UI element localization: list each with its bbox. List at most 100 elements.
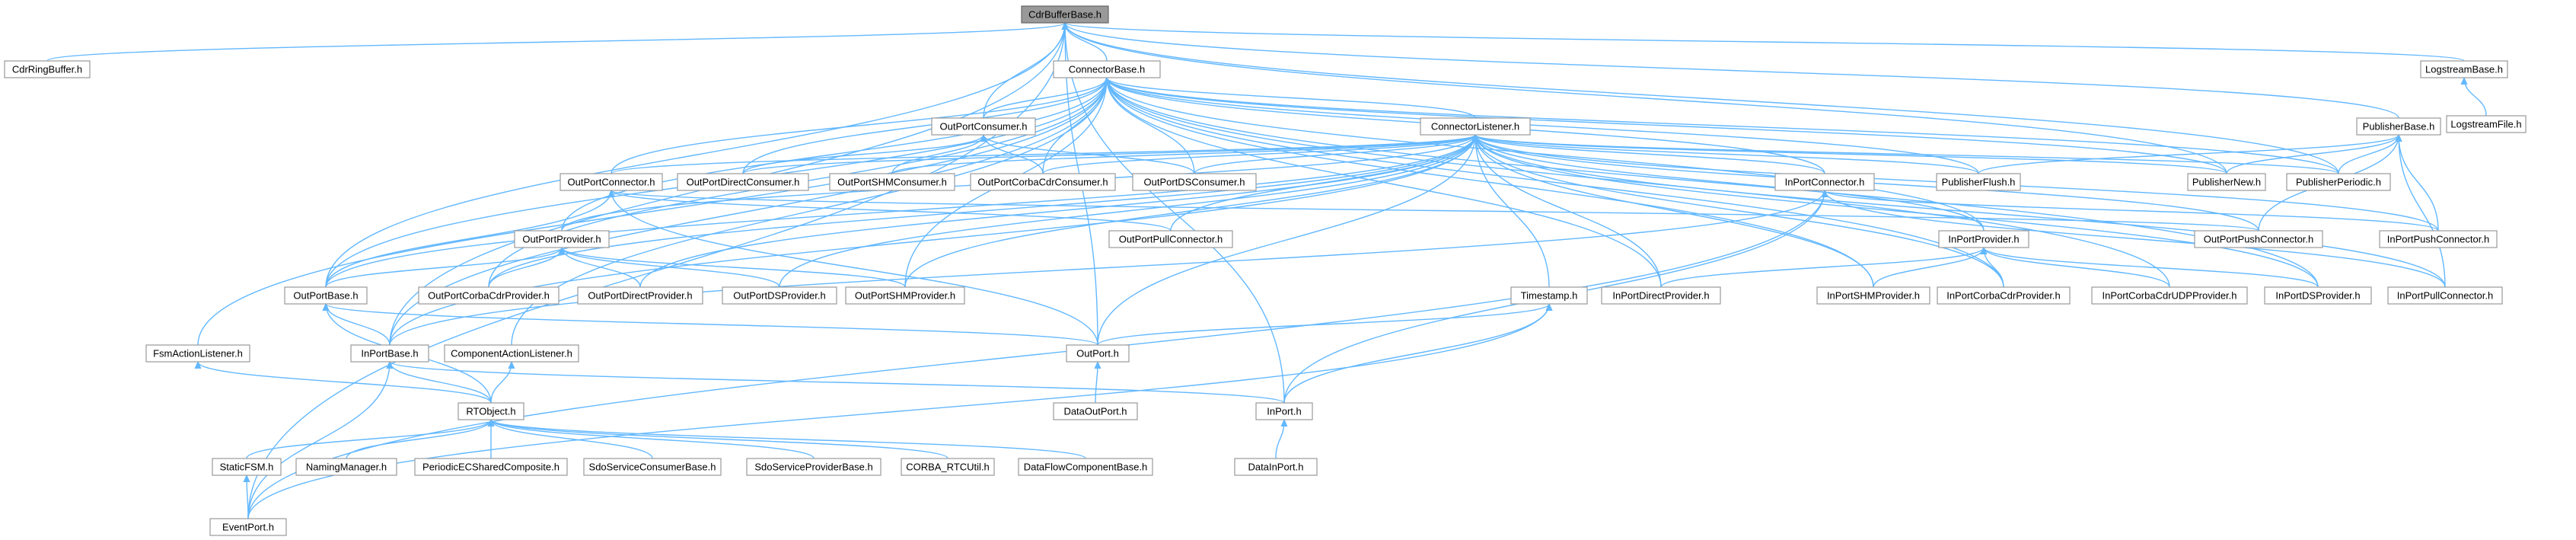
- edge-outportshmprovider-to-outportprovider: [562, 248, 906, 288]
- node-inportconnector-h[interactable]: InPortConnector.h: [1774, 173, 1875, 191]
- edge-inportconnector-to-connectorlistener: [1475, 135, 1825, 174]
- node-timestamp-h[interactable]: Timestamp.h: [1510, 286, 1588, 305]
- node-box: [2387, 286, 2503, 305]
- node-outportdsprovider-h[interactable]: OutPortDSProvider.h: [722, 286, 837, 305]
- node-publisherperiodic-h[interactable]: PublisherPeriodic.h: [2286, 173, 2391, 191]
- node-dataflowcomponentbase-h[interactable]: DataFlowComponentBase.h: [1018, 458, 1153, 476]
- node-datainport-h[interactable]: DataInPort.h: [1234, 458, 1318, 476]
- node-cdrbufferbase-h[interactable]: CdrBufferBase.h: [1021, 5, 1109, 24]
- edge-inportcorbacdrudpprovider-to-inportprovider: [1984, 248, 2170, 288]
- edge-dataoutport-to-outport: [1095, 362, 1098, 404]
- node-componentactionlistener-h[interactable]: ComponentActionListener.h: [444, 344, 579, 363]
- node-box: [1255, 402, 1313, 420]
- edge-corba-rtcutil-to-rtobject: [491, 420, 948, 459]
- node-staticfsm-h[interactable]: StaticFSM.h: [212, 458, 282, 476]
- edge-eventport-to-staticfsm: [247, 475, 248, 519]
- node-inportprovider-h[interactable]: InPortProvider.h: [1938, 230, 2029, 248]
- node-outport-h[interactable]: OutPort.h: [1066, 344, 1130, 363]
- node-outportbase-h[interactable]: OutPortBase.h: [284, 286, 368, 305]
- edge-outport-to-outportconnector: [611, 190, 1098, 346]
- node-inportpullconnector-h[interactable]: InPortPullConnector.h: [2387, 286, 2503, 305]
- node-label: StaticFSM.h: [220, 462, 274, 473]
- node-inport-h[interactable]: InPort.h: [1255, 402, 1313, 420]
- edge-cdrringbuffer-to-cdrbufferbase: [46, 23, 1065, 62]
- node-inportpushconnector-h[interactable]: InPortPushConnector.h: [2379, 230, 2498, 248]
- node-label: SdoServiceProviderBase.h: [754, 462, 872, 473]
- node-box: [145, 344, 250, 363]
- node-label: FsmActionListener.h: [153, 348, 243, 359]
- node-outportconnector-h[interactable]: OutPortConnector.h: [560, 173, 663, 191]
- node-publisherflush-h[interactable]: PublisherFlush.h: [1936, 173, 2021, 191]
- node-connectorlistener-h[interactable]: ConnectorListener.h: [1420, 117, 1531, 136]
- edge-publisherflush-to-publisherbase: [1978, 135, 2399, 174]
- edge-inportcorbacdrprovider-to-connectorlistener: [1475, 135, 2004, 288]
- edge-publisherperiodic-to-connectorlistener: [1475, 135, 2339, 174]
- node-logstreamfile-h[interactable]: LogstreamFile.h: [2446, 115, 2527, 133]
- edge-outportpullconnector-to-outportconnector: [611, 190, 1172, 232]
- node-label: OutPortPushConnector.h: [2204, 234, 2314, 245]
- node-inportcorbacdrprovider-h[interactable]: InPortCorbaCdrProvider.h: [1937, 286, 2071, 305]
- edge-rtobject-to-componentactionlistener: [490, 362, 512, 404]
- edge-publishernew-to-cdrbufferbase: [1065, 23, 2227, 174]
- edge-datainport-to-inport: [1275, 420, 1284, 459]
- edge-outportconsumer-to-cdrbufferbase: [983, 23, 1065, 119]
- node-corba-rtcutil-h[interactable]: CORBA_RTCUtil.h: [901, 458, 995, 476]
- node-label: InPortSHMProvider.h: [1827, 290, 1920, 302]
- node-box: [2379, 230, 2498, 248]
- node-inportshmprovider-h[interactable]: InPortSHMProvider.h: [1816, 286, 1930, 305]
- edge-eventport-to-inportbase: [247, 362, 390, 519]
- node-outportcorbacdrprovider-h[interactable]: OutPortCorbaCdrProvider.h: [418, 286, 560, 305]
- node-fsmactionlistener-h[interactable]: FsmActionListener.h: [145, 344, 250, 363]
- node-box: [1066, 344, 1130, 363]
- node-sdoserviceconsumerbase-h[interactable]: SdoServiceConsumerBase.h: [583, 458, 722, 476]
- node-outportdirectconsumer-h[interactable]: OutPortDirectConsumer.h: [677, 173, 809, 191]
- node-rtobject-h[interactable]: RTObject.h: [457, 402, 524, 420]
- node-label: DataInPort.h: [1248, 462, 1304, 473]
- node-sdoserviceproviderbase-h[interactable]: SdoServiceProviderBase.h: [746, 458, 882, 476]
- edge-inportpullconnector-to-connectorlistener: [1475, 135, 2446, 288]
- node-inportdsprovider-h[interactable]: InPortDSProvider.h: [2264, 286, 2372, 305]
- node-inportcorbacdrudpprovider-h[interactable]: InPortCorbaCdrUDPProvider.h: [2091, 286, 2248, 305]
- node-connectorbase-h[interactable]: ConnectorBase.h: [1053, 60, 1161, 78]
- node-outportcorbacdrconsumer-h[interactable]: OutPortCorbaCdrConsumer.h: [970, 173, 1116, 191]
- node-box: [444, 344, 579, 363]
- edge-logstreamfile-to-logstreambase: [2464, 78, 2487, 117]
- node-outportconsumer-h[interactable]: OutPortConsumer.h: [931, 117, 1036, 136]
- node-inportbase-h[interactable]: InPortBase.h: [350, 344, 429, 363]
- node-outportpushconnector-h[interactable]: OutPortPushConnector.h: [2194, 230, 2323, 248]
- node-logstreambase-h[interactable]: LogstreamBase.h: [2420, 60, 2508, 78]
- node-cdrringbuffer-h[interactable]: CdrRingBuffer.h: [4, 60, 91, 78]
- edge-outportconnector-to-connectorbase: [611, 78, 1107, 174]
- node-publisherbase-h[interactable]: PublisherBase.h: [2356, 117, 2441, 136]
- edge-outportbase-to-outportconnector: [325, 190, 611, 288]
- node-namingmanager-h[interactable]: NamingManager.h: [295, 458, 397, 476]
- node-box: [583, 458, 722, 476]
- node-eventport-h[interactable]: EventPort.h: [209, 518, 287, 536]
- node-dataoutport-h[interactable]: DataOutPort.h: [1053, 402, 1138, 420]
- node-outportshmconsumer-h[interactable]: OutPortSHMConsumer.h: [829, 173, 955, 191]
- node-box: [1816, 286, 1930, 305]
- node-publishernew-h[interactable]: PublisherNew.h: [2187, 173, 2266, 191]
- edge-inportprovider-to-connectorbase: [1107, 78, 1985, 232]
- edge-dataflowcomponentbase-to-rtobject: [491, 420, 1086, 459]
- node-outportshmprovider-h[interactable]: OutPortSHMProvider.h: [845, 286, 965, 305]
- node-label: OutPortProvider.h: [522, 234, 601, 245]
- node-outportdirectprovider-h[interactable]: OutPortDirectProvider.h: [577, 286, 703, 305]
- edge-outportdsprovider-to-outportprovider: [562, 248, 780, 288]
- node-outportdsconsumer-h[interactable]: OutPortDSConsumer.h: [1132, 173, 1257, 191]
- edge-connectorlistener-to-connectorbase: [1107, 78, 1476, 119]
- node-label: InPortProvider.h: [1948, 234, 2019, 245]
- edge-outportshmconsumer-to-outportconsumer: [891, 135, 984, 174]
- edge-eventport-to-inportconnector: [247, 190, 1825, 519]
- edge-outportdsprovider-to-connectorlistener: [779, 135, 1475, 288]
- node-label: OutPortConsumer.h: [940, 121, 1028, 133]
- node-label: CORBA_RTCUtil.h: [906, 462, 990, 473]
- node-label: SdoServiceConsumerBase.h: [589, 462, 716, 473]
- node-periodicecsharedcomposite-h[interactable]: PeriodicECSharedComposite.h: [414, 458, 568, 476]
- node-inportdirectprovider-h[interactable]: InPortDirectProvider.h: [1601, 286, 1721, 305]
- node-outportpullconnector-h[interactable]: OutPortPullConnector.h: [1108, 230, 1233, 248]
- node-outportprovider-h[interactable]: OutPortProvider.h: [514, 230, 610, 248]
- node-box: [1234, 458, 1318, 476]
- node-box: [1021, 5, 1109, 24]
